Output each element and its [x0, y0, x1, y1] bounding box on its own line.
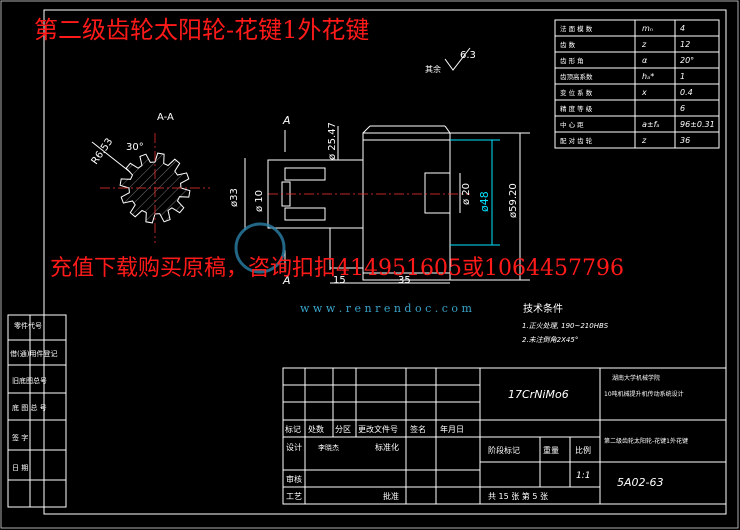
param-name: 齿 数: [560, 40, 576, 49]
watermark-title: 第二级齿轮太阳轮-花键1外花键: [34, 16, 370, 44]
weight-label: 重量: [543, 445, 559, 455]
dim-15: 15: [333, 275, 346, 286]
angle-dim: 30°: [126, 142, 144, 153]
hdr-zone: 分区: [335, 425, 351, 434]
param-value: 36: [680, 136, 690, 145]
parameter-table: 法 面 模 数 mₙ 4 齿 数 z 12 齿 形 角 α 20° 齿顶高系数 hₐ* 1 变 位 系 …: [554, 19, 720, 149]
row-process: 工艺: [286, 492, 302, 501]
param-symbol: z: [641, 40, 647, 49]
drawing-no: 5A02-63: [617, 476, 664, 489]
row-review: 审核: [286, 474, 302, 484]
param-name: 齿顶高系数: [560, 72, 593, 81]
tech-line-2: 2.未注倒角2X45°: [522, 336, 578, 344]
hdr-file: 更改文件号: [358, 424, 398, 434]
param-symbol: hₐ*: [642, 72, 654, 81]
radius-dim: R6.53: [90, 136, 116, 166]
drawing-name: 第二级齿轮太阳轮-花键1外花键: [604, 437, 688, 445]
dim-d10: ø 10: [254, 190, 265, 212]
param-value: 4: [680, 24, 685, 33]
std-label: 标准化: [375, 442, 399, 452]
param-symbol: α: [642, 56, 648, 65]
cut-mark-bottom: A: [282, 274, 291, 287]
cut-mark-top: A: [282, 114, 291, 127]
strip-label: 旧底图总号: [12, 376, 47, 385]
dimensions: ø33 ø 10 ø 25.47 ø 20 ø48 ø59.20 15 35: [229, 122, 530, 286]
strip-label: 底 图 总 号: [12, 403, 47, 412]
param-name: 配 对 齿 轮: [560, 136, 593, 145]
param-value: 6: [680, 104, 685, 113]
stage-label: 阶段标记: [488, 445, 520, 455]
param-name: 变 位 系 数: [560, 88, 593, 97]
dim-d20: ø 20: [461, 183, 472, 205]
watermark-logo: [234, 222, 286, 274]
school: 湖南大学机械学院: [612, 374, 660, 382]
strip-label: 日 期: [12, 464, 28, 472]
dim-35: 35: [398, 275, 411, 286]
scale-value: 1:1: [576, 471, 590, 481]
param-symbol: z: [641, 136, 647, 145]
radius-leader: [91, 141, 131, 173]
drawing-frame: [43, 9, 727, 515]
param-symbol: a±fₐ: [642, 120, 660, 129]
param-value: 20°: [680, 56, 694, 65]
strip-label: 签 字: [12, 433, 28, 442]
material: 17CrNiMo6: [508, 388, 569, 401]
sheet-count: 共 15 张 第 5 张: [488, 491, 548, 501]
hdr-date: 年月日: [440, 424, 464, 434]
hdr-sign: 签名: [410, 424, 426, 434]
designer: 李晓杰: [318, 443, 339, 452]
param-value: 0.4: [680, 88, 693, 97]
left-strip: 零件代号 借(通)用件登记 旧底图总号 底 图 总 号 签 字 日 期: [7, 314, 67, 508]
param-value: 96±0.31: [680, 120, 715, 129]
shaft-view: A A: [267, 114, 470, 287]
title-block: 17CrNiMo6 湖南大学机械学院 10吨机械提升机传动系统设计 第二级齿轮太…: [282, 367, 727, 505]
section-label: A-A: [157, 112, 174, 123]
project: 10吨机械提升机传动系统设计: [604, 390, 684, 398]
param-value: 1: [680, 72, 685, 81]
param-symbol: x: [641, 88, 647, 97]
approve-label: 批准: [383, 491, 399, 501]
dim-d33: ø33: [229, 188, 240, 207]
param-value: 12: [680, 40, 690, 49]
scale-label: 比例: [575, 445, 591, 455]
param-name: 中 心 距: [560, 120, 584, 129]
tech-title: 技术条件: [523, 302, 563, 315]
param-name: 精 度 等 级: [560, 104, 593, 113]
roughness-note: 其余: [425, 64, 441, 74]
tech-line-1: 1.正火处理, 190~210HBS: [522, 322, 609, 330]
watermark-ad: 充值下载购买原稿，咨询扣扣414951605或1064457796: [50, 256, 624, 281]
roughness-value: 6.3: [460, 50, 476, 61]
row-design: 设计: [286, 442, 302, 452]
dim-d2547: ø 25.47: [327, 122, 338, 160]
hdr-count: 处数: [308, 424, 324, 434]
param-name: 法 面 模 数: [560, 24, 593, 33]
hdr-mark: 标记: [285, 424, 301, 434]
dim-d5920: ø59.20: [508, 183, 519, 218]
dim-d48: ø48: [478, 191, 491, 212]
param-name: 齿 形 角: [560, 56, 584, 65]
strip-label: 借(通)用件登记: [10, 349, 57, 358]
roughness-symbol: [444, 47, 471, 71]
strip-label: 零件代号: [14, 321, 42, 330]
watermark-site: w w w . r e n r e n d o c . c o m: [300, 302, 472, 315]
param-symbol: mₙ: [642, 24, 653, 33]
